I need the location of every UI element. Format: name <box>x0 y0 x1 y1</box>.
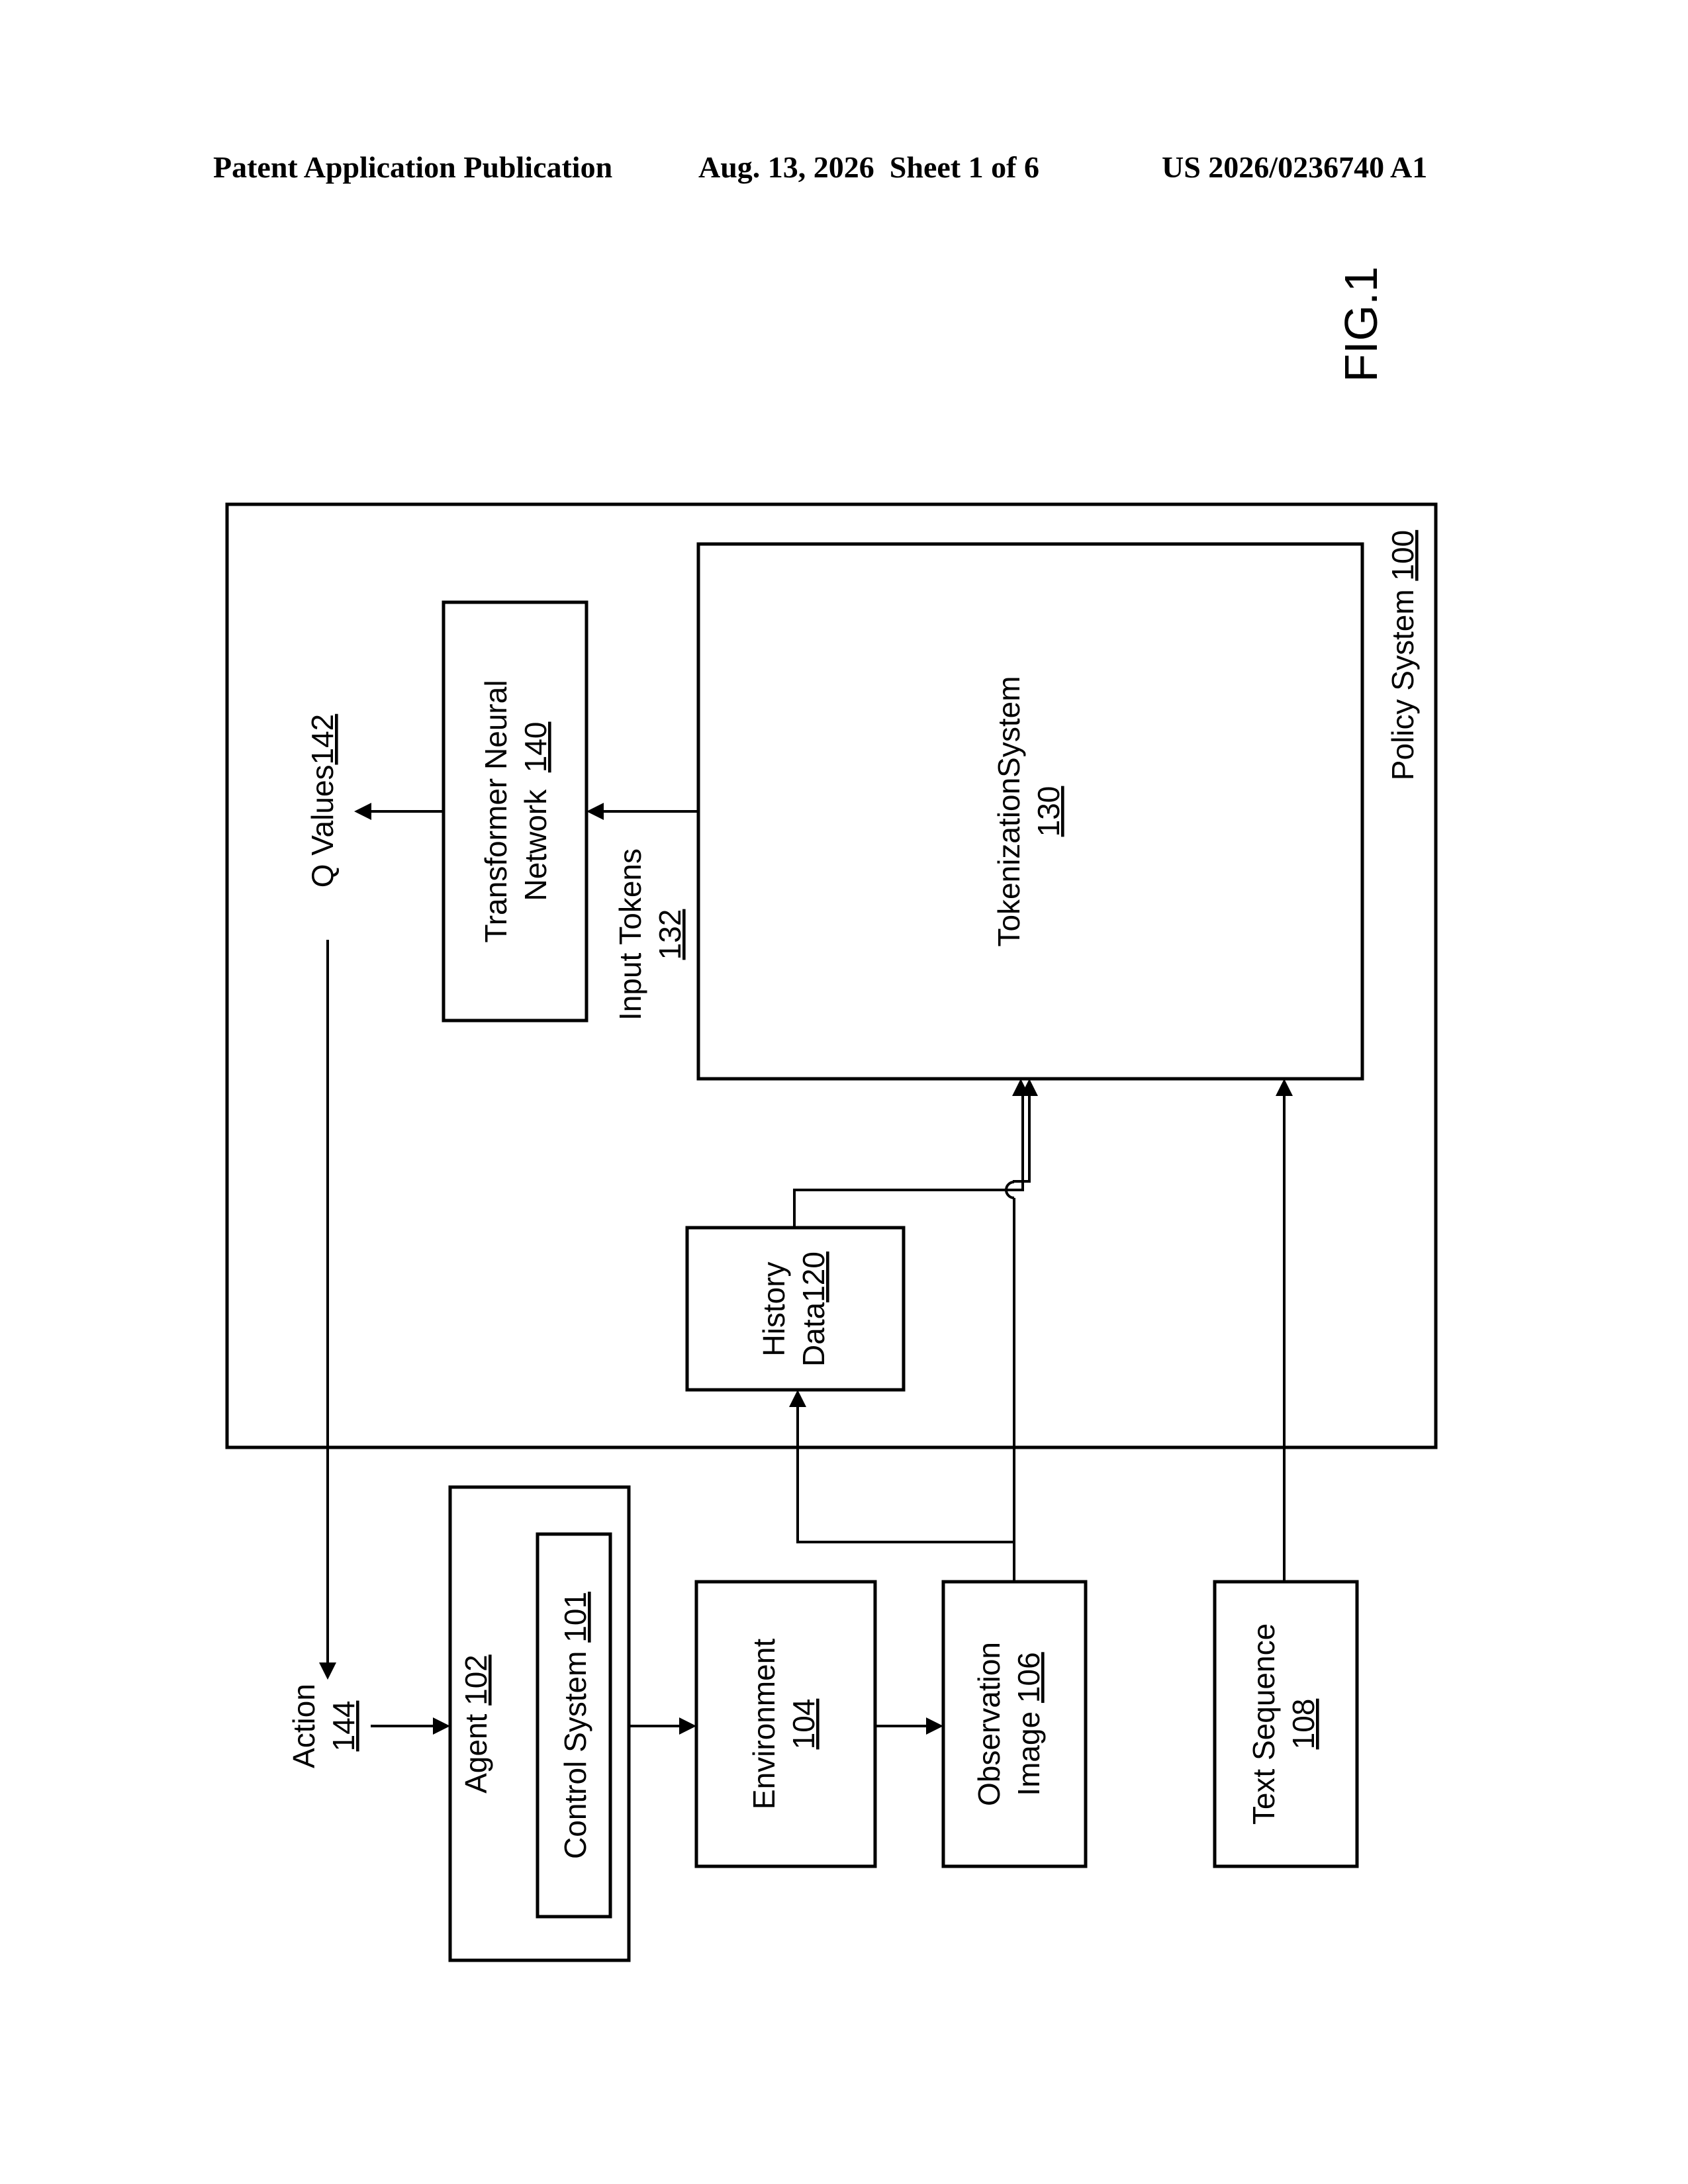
observation-line2-text: Image <box>1011 1703 1046 1796</box>
tokens-to-transformer-arrowhead <box>586 803 604 820</box>
history-data-box <box>687 1228 904 1390</box>
observation-ref: 106 <box>1011 1652 1046 1703</box>
policy-system-box <box>227 504 1436 1447</box>
history-to-tokenization-line <box>794 1095 1023 1228</box>
qvalues-to-action-arrowhead <box>319 1662 336 1680</box>
policy-system-text: Policy System <box>1385 581 1420 781</box>
control-system-ref: 101 <box>558 1592 592 1643</box>
input-tokens-label: Input Tokens <box>613 848 647 1021</box>
header-date-sheet: Aug. 13, 2026 Sheet 1 of 6 <box>698 150 1039 184</box>
q-values-label: Q Values142 <box>305 714 340 888</box>
action-to-agent-arrowhead <box>433 1717 450 1735</box>
policy-system-ref: 100 <box>1385 530 1420 581</box>
environment-label: Environment <box>747 1639 781 1809</box>
transformer-label-line1: Transformer Neural <box>479 680 513 942</box>
agent-label: Agent 102 <box>459 1655 493 1794</box>
observation-label-line2: Image 106 <box>1011 1652 1046 1796</box>
q-values-ref: 142 <box>305 714 340 765</box>
transformer-line2-text: Network <box>518 772 553 901</box>
policy-system-label: Policy System 100 <box>1385 530 1420 780</box>
transformer-ref: 140 <box>518 721 553 772</box>
text-sequence-label: Text Sequence <box>1246 1623 1281 1825</box>
environment-to-observation-arrowhead <box>926 1717 943 1735</box>
transformer-box <box>444 602 586 1021</box>
agent-text: Agent <box>459 1706 493 1794</box>
q-values-text: Q Values <box>305 764 340 887</box>
tokenization-system-box <box>698 544 1362 1079</box>
action-label: Action <box>287 1684 321 1768</box>
header-number: US 2026/0236740 A1 <box>1162 150 1427 184</box>
tokenization-system-label: TokenizationSystem <box>992 676 1026 946</box>
text-sequence-ref: 108 <box>1286 1699 1321 1750</box>
observation-to-history-arrowhead <box>789 1390 806 1407</box>
figure-label: FIG.1 <box>1335 266 1387 382</box>
agent-ref: 102 <box>459 1655 493 1706</box>
agent-to-environment-arrowhead <box>679 1717 696 1735</box>
control-system-text: Control System <box>558 1643 592 1859</box>
transformer-label-line2: Network 140 <box>518 721 553 901</box>
history-ref: 120 <box>796 1251 831 1302</box>
header-publication: Patent Application Publication <box>213 150 612 184</box>
environment-ref: 104 <box>786 1699 821 1750</box>
textseq-to-tokenization-arrowhead <box>1276 1079 1293 1096</box>
transformer-to-qvalues-arrowhead <box>354 803 371 820</box>
observation-to-history-line <box>798 1406 1014 1582</box>
observation-label-line1: Observation <box>972 1642 1006 1806</box>
history-label-line2: Data120 <box>796 1251 831 1367</box>
input-tokens-ref: 132 <box>653 909 687 960</box>
history-line2-text: Data <box>796 1302 831 1367</box>
history-label-line1: History <box>757 1261 791 1356</box>
tokenization-system-ref: 130 <box>1031 786 1066 837</box>
control-system-label: Control System 101 <box>558 1592 592 1859</box>
action-ref: 144 <box>326 1701 361 1752</box>
environment-box <box>696 1582 875 1866</box>
